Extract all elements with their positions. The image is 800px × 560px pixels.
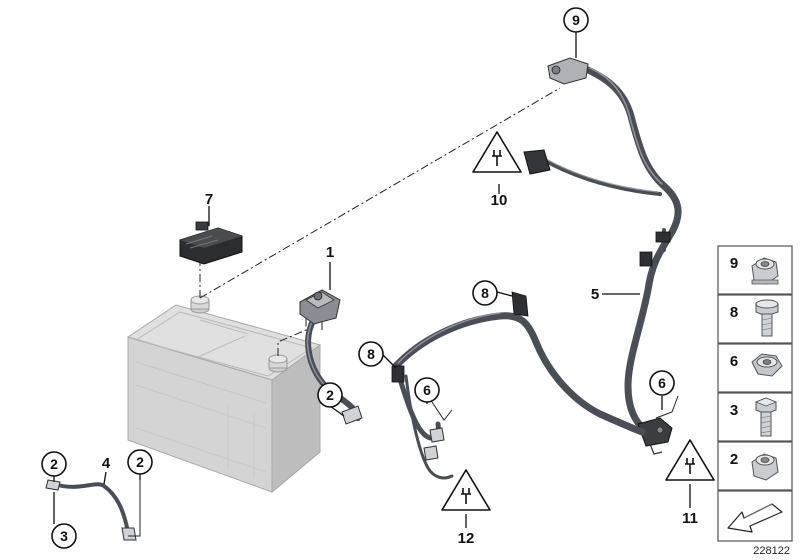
svg-text:3: 3 <box>730 402 738 419</box>
parts-legend: 9 8 6 3 <box>717 245 793 542</box>
legend-item-3: 3 <box>717 392 793 442</box>
label-1: 1 <box>326 244 334 261</box>
label-5: 5 <box>591 286 599 303</box>
part-8-cable-harness <box>391 291 646 480</box>
callout-9: 9 <box>563 7 589 33</box>
warning-triangle-12 <box>441 469 491 511</box>
leader-lines <box>53 32 691 528</box>
legend-arrow-box <box>717 490 793 542</box>
svg-text:2: 2 <box>136 454 144 470</box>
svg-text:2: 2 <box>50 456 58 472</box>
legend-item-6: 6 <box>717 343 793 393</box>
svg-text:8: 8 <box>730 304 738 321</box>
callout-6b: 6 <box>649 370 675 396</box>
svg-text:8: 8 <box>481 285 489 301</box>
callout-6a: 6 <box>414 377 440 403</box>
legend-item-9: 9 <box>717 245 793 295</box>
warning-triangle-11 <box>665 439 715 481</box>
battery <box>126 295 322 494</box>
svg-text:8: 8 <box>367 346 375 362</box>
label-12: 12 <box>458 530 475 547</box>
reference-number: 228122 <box>753 545 790 557</box>
legend-item-2: 2 <box>717 441 793 491</box>
legend-item-8: 8 <box>717 294 793 344</box>
svg-text:6: 6 <box>658 375 666 391</box>
part-4-ground-strap <box>45 479 141 541</box>
label-11: 11 <box>682 510 698 527</box>
label-4: 4 <box>102 455 111 472</box>
svg-text:3: 3 <box>60 528 68 544</box>
svg-text:9: 9 <box>572 12 580 28</box>
callout-2a: 2 <box>317 382 343 408</box>
svg-text:6: 6 <box>423 382 431 398</box>
svg-text:6: 6 <box>730 353 738 370</box>
part-7-distribution-box <box>179 221 243 265</box>
callout-8a: 8 <box>472 280 498 306</box>
part-5-main-cable <box>523 57 682 455</box>
warning-triangle-10 <box>472 131 522 173</box>
callout-8b: 8 <box>358 341 384 367</box>
svg-text:9: 9 <box>730 255 738 272</box>
label-10: 10 <box>491 192 508 209</box>
callout-2c: 2 <box>127 449 153 475</box>
svg-text:2: 2 <box>730 451 738 468</box>
callout-3: 3 <box>51 523 77 549</box>
label-7: 7 <box>205 191 213 208</box>
svg-text:2: 2 <box>326 387 334 403</box>
callout-2b: 2 <box>41 451 67 477</box>
